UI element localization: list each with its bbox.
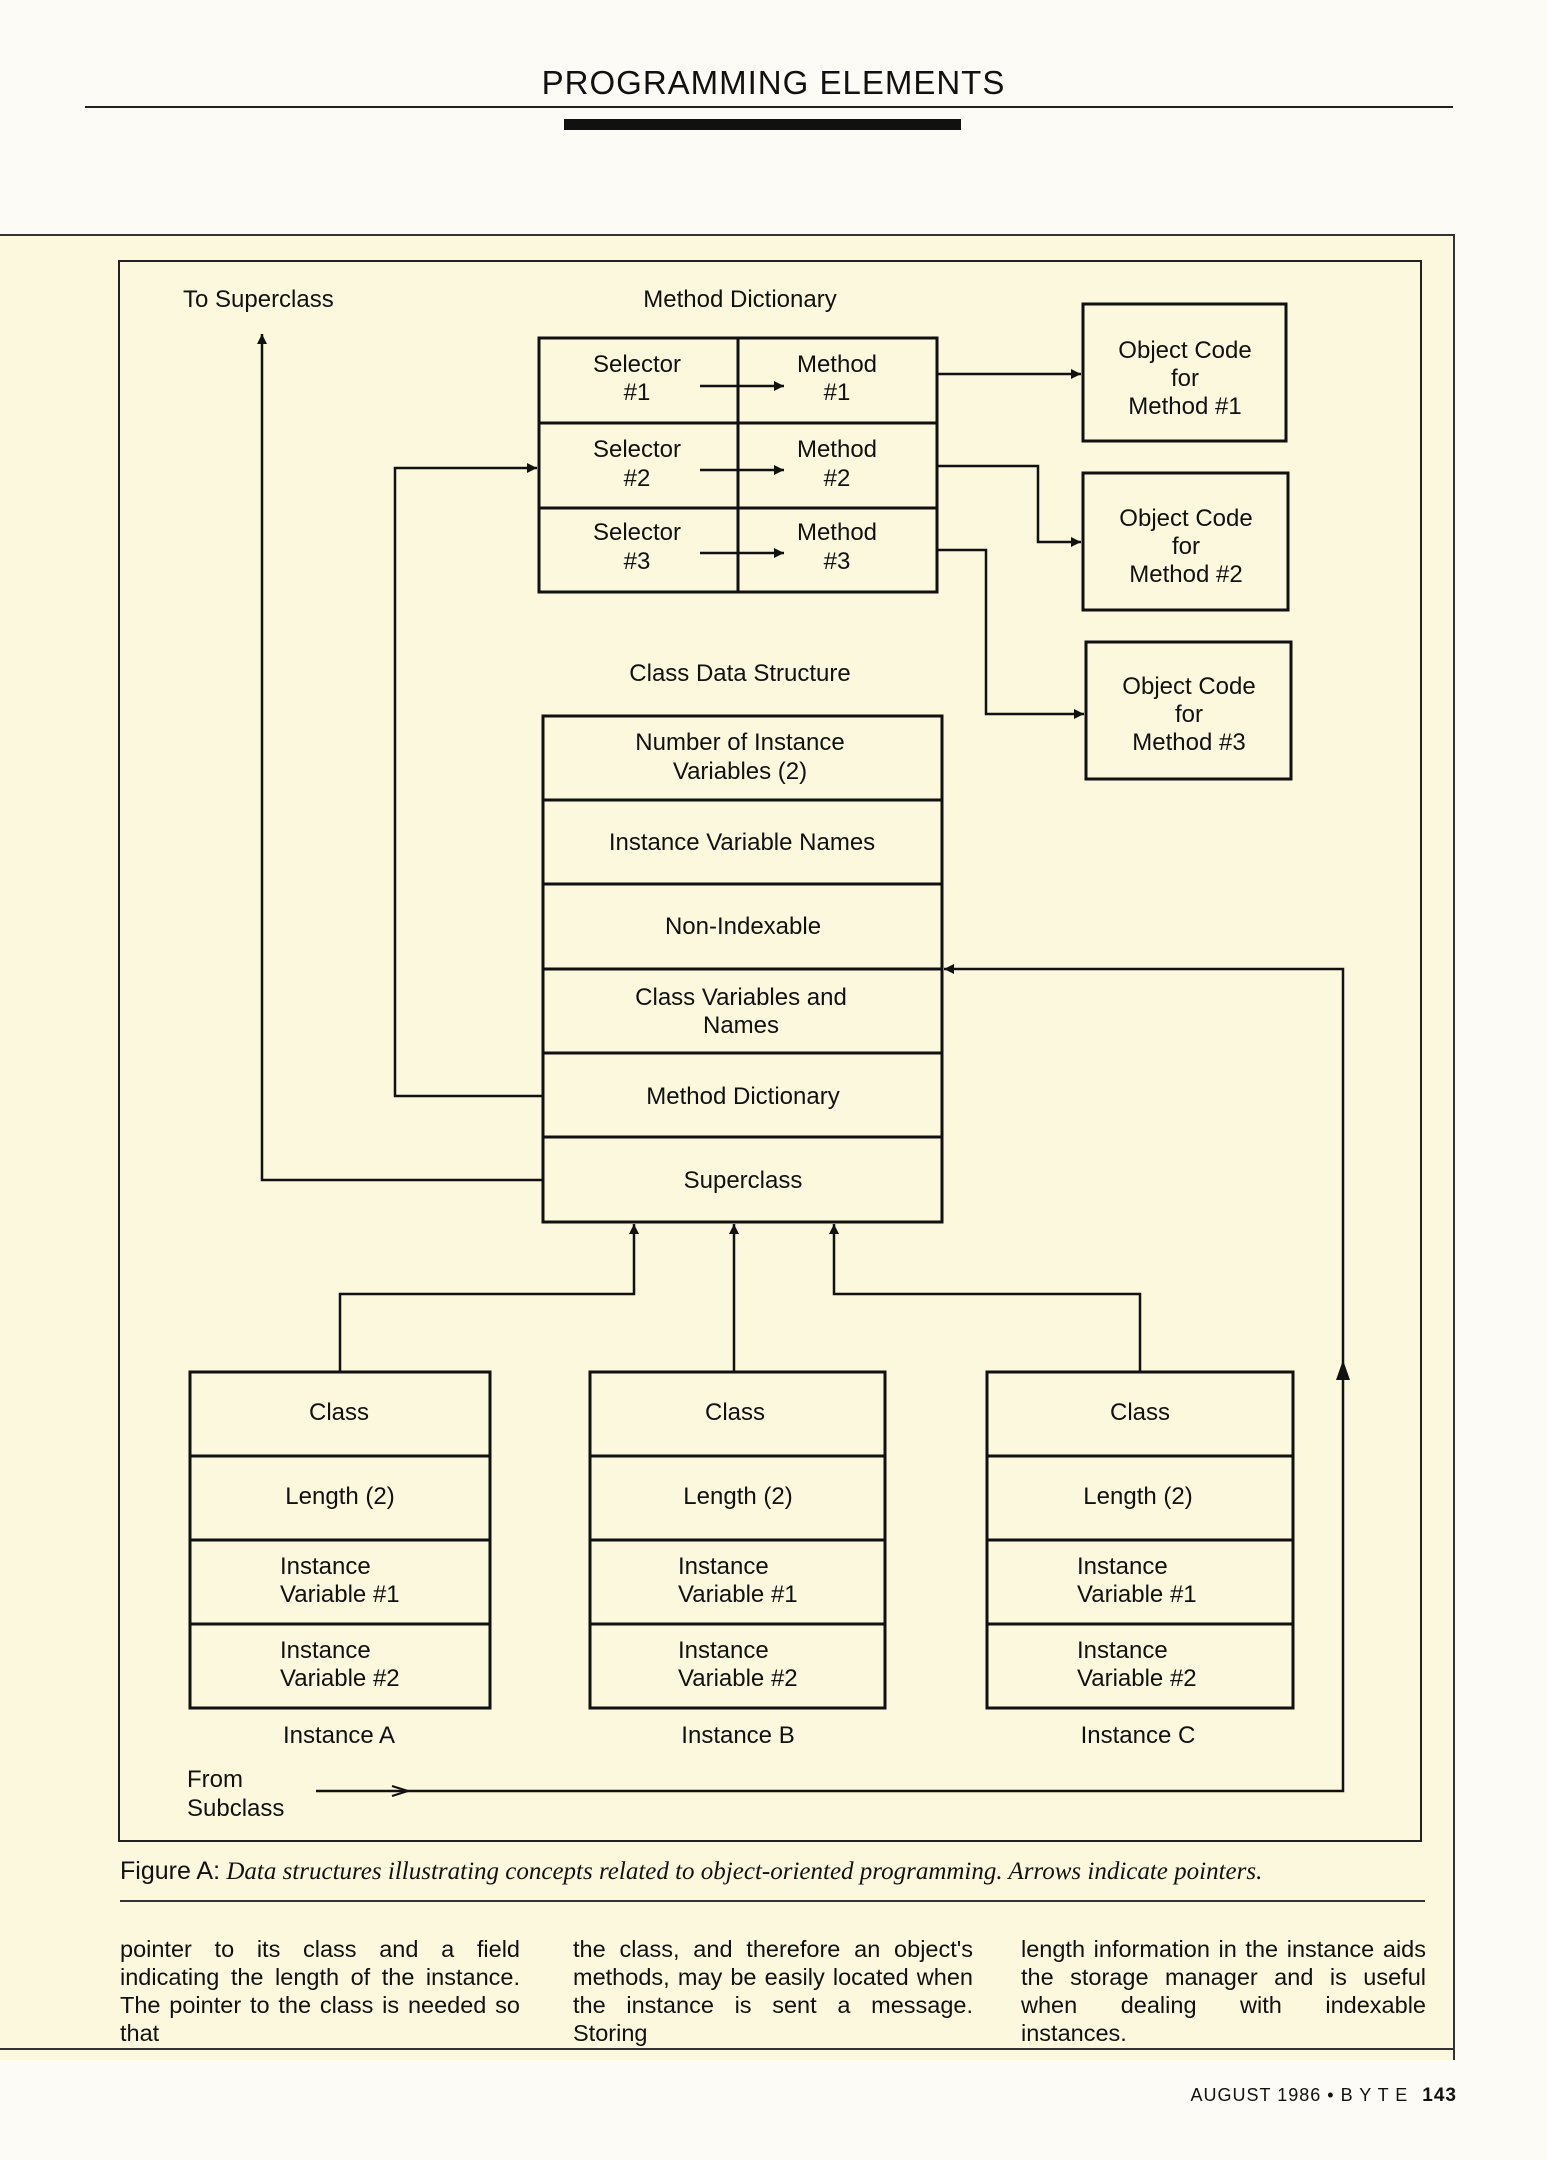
method-dictionary-table: Selector #1 Method #1 Selector #2 Method… <box>537 336 939 594</box>
method-dictionary-title: Method Dictionary <box>643 286 836 313</box>
class-row-instance-count-line1: Number of Instance <box>635 729 844 756</box>
instance-c-var1-line2: Variable #1 <box>1077 1581 1197 1608</box>
object-code-box-3: Object Code for Method #3 <box>1084 640 1293 781</box>
from-subclass-arrowhead <box>1336 1360 1350 1380</box>
figure-caption: Figure A: Data structures illustrating c… <box>120 1857 1420 1886</box>
instance-c-class-pointer <box>829 1224 1142 1372</box>
svg-text:for: for <box>1171 365 1199 392</box>
instance-c-var2-line2: Variable #2 <box>1077 1665 1197 1692</box>
figure-bottom-rule <box>0 2048 1455 2050</box>
instance-b-class: Class <box>705 1399 765 1426</box>
instance-c-var1-line1: Instance <box>1077 1553 1168 1580</box>
svg-text:Method #1: Method #1 <box>1128 393 1241 420</box>
class-row-non-indexable: Non-Indexable <box>665 913 821 940</box>
method-1-number: #1 <box>824 379 851 406</box>
selector-2-number: #2 <box>624 465 651 492</box>
from-subclass-midarrow <box>391 1785 412 1797</box>
svg-text:for: for <box>1172 533 1200 560</box>
instance-a-var1-line2: Variable #1 <box>280 1581 400 1608</box>
instance-a-label: Instance A <box>283 1722 395 1749</box>
object-code-box-2: Object Code for Method #2 <box>1081 471 1290 612</box>
to-superclass-label: To Superclass <box>183 286 334 313</box>
instance-c-var2-line1: Instance <box>1077 1637 1168 1664</box>
caption-lead: Figure A: <box>120 1857 221 1885</box>
instance-b-label: Instance B <box>681 1722 794 1749</box>
class-row-instance-count-line2: Variables (2) <box>673 758 807 785</box>
figure-frame <box>118 260 1422 1842</box>
method-3-pointer <box>937 548 1084 719</box>
figure-background <box>0 235 1455 2060</box>
method-2-pointer <box>937 464 1081 547</box>
body-column-3: length information in the instance aids … <box>1021 1936 1426 2046</box>
svg-text:Object Code: Object Code <box>1118 337 1251 364</box>
instance-a-length: Length (2) <box>285 1483 394 1510</box>
page-number: 143 <box>1422 2085 1457 2106</box>
svg-text:Object Code: Object Code <box>1122 673 1255 700</box>
figure-right-rule <box>1453 234 1455 2060</box>
instance-a-var1-line1: Instance <box>280 1553 371 1580</box>
selector-1-number: #1 <box>624 379 651 406</box>
instance-b-table: Class Length (2) Instance Variable #1 In… <box>588 1370 887 1710</box>
method-3-label: Method <box>797 519 877 546</box>
footer-issue: AUGUST 1986 • B Y T E <box>1190 2085 1409 2105</box>
instance-c-class: Class <box>1110 1399 1170 1426</box>
instance-c-label: Instance C <box>1081 1722 1196 1749</box>
body-column-2: the class, and therefore an object's met… <box>573 1936 973 2046</box>
method-3-number: #3 <box>824 548 851 575</box>
instance-b-length: Length (2) <box>683 1483 792 1510</box>
body-column-1: pointer to its class and a field indicat… <box>120 1936 520 2046</box>
class-row-class-variables-line1: Class Variables and <box>635 984 847 1011</box>
class-row-variable-names: Instance Variable Names <box>609 829 875 856</box>
header-bar <box>564 119 961 130</box>
selector-3-label: Selector <box>593 519 681 546</box>
instance-b-var2-line2: Variable #2 <box>678 1665 798 1692</box>
class-row-method-dictionary: Method Dictionary <box>646 1083 839 1110</box>
instance-a-var2-line2: Variable #2 <box>280 1665 400 1692</box>
method-2-label: Method <box>797 436 877 463</box>
selector-2-label: Selector <box>593 436 681 463</box>
instance-b-var2-line1: Instance <box>678 1637 769 1664</box>
class-row-class-variables-line2: Names <box>703 1012 779 1039</box>
svg-text:for: for <box>1175 701 1203 728</box>
svg-text:Method #2: Method #2 <box>1129 561 1242 588</box>
instance-c-table: Class Length (2) Instance Variable #1 In… <box>985 1370 1295 1710</box>
page-header: PROGRAMMING ELEMENTS <box>541 64 1006 101</box>
object-code-box-1: Object Code for Method #1 <box>1081 302 1288 443</box>
method-2-number: #2 <box>824 465 851 492</box>
instance-b-var1-line2: Variable #1 <box>678 1581 798 1608</box>
method-1-label: Method <box>797 351 877 378</box>
selector-1-label: Selector <box>593 351 681 378</box>
figure-top-rule <box>0 234 1455 236</box>
superclass-pointer <box>257 334 543 1182</box>
instance-a-class-pointer <box>338 1224 639 1372</box>
caption-text: Data structures illustrating concepts re… <box>226 1858 1263 1885</box>
caption-rule <box>120 1900 1425 1902</box>
instance-a-class: Class <box>309 1399 369 1426</box>
instance-a-var2-line1: Instance <box>280 1637 371 1664</box>
header-rule <box>85 106 1453 108</box>
class-data-structure-table: Number of Instance Variables (2) Instanc… <box>541 714 944 1224</box>
page-footer: AUGUST 1986 • B Y T E 143 <box>1191 2085 1457 2107</box>
selector-3-number: #3 <box>624 548 651 575</box>
svg-text:Object Code: Object Code <box>1119 505 1252 532</box>
class-data-title: Class Data Structure <box>629 660 850 687</box>
instance-c-length: Length (2) <box>1083 1483 1192 1510</box>
instance-b-var1-line1: Instance <box>678 1553 769 1580</box>
method-dictionary-pointer <box>393 463 543 1098</box>
class-row-superclass: Superclass <box>684 1167 803 1194</box>
from-subclass-label-line1: From <box>187 1766 243 1793</box>
svg-text:Method #3: Method #3 <box>1132 729 1245 756</box>
from-subclass-label-line2: Subclass <box>187 1795 284 1822</box>
instance-a-table: Class Length (2) Instance Variable #1 In… <box>188 1370 492 1710</box>
